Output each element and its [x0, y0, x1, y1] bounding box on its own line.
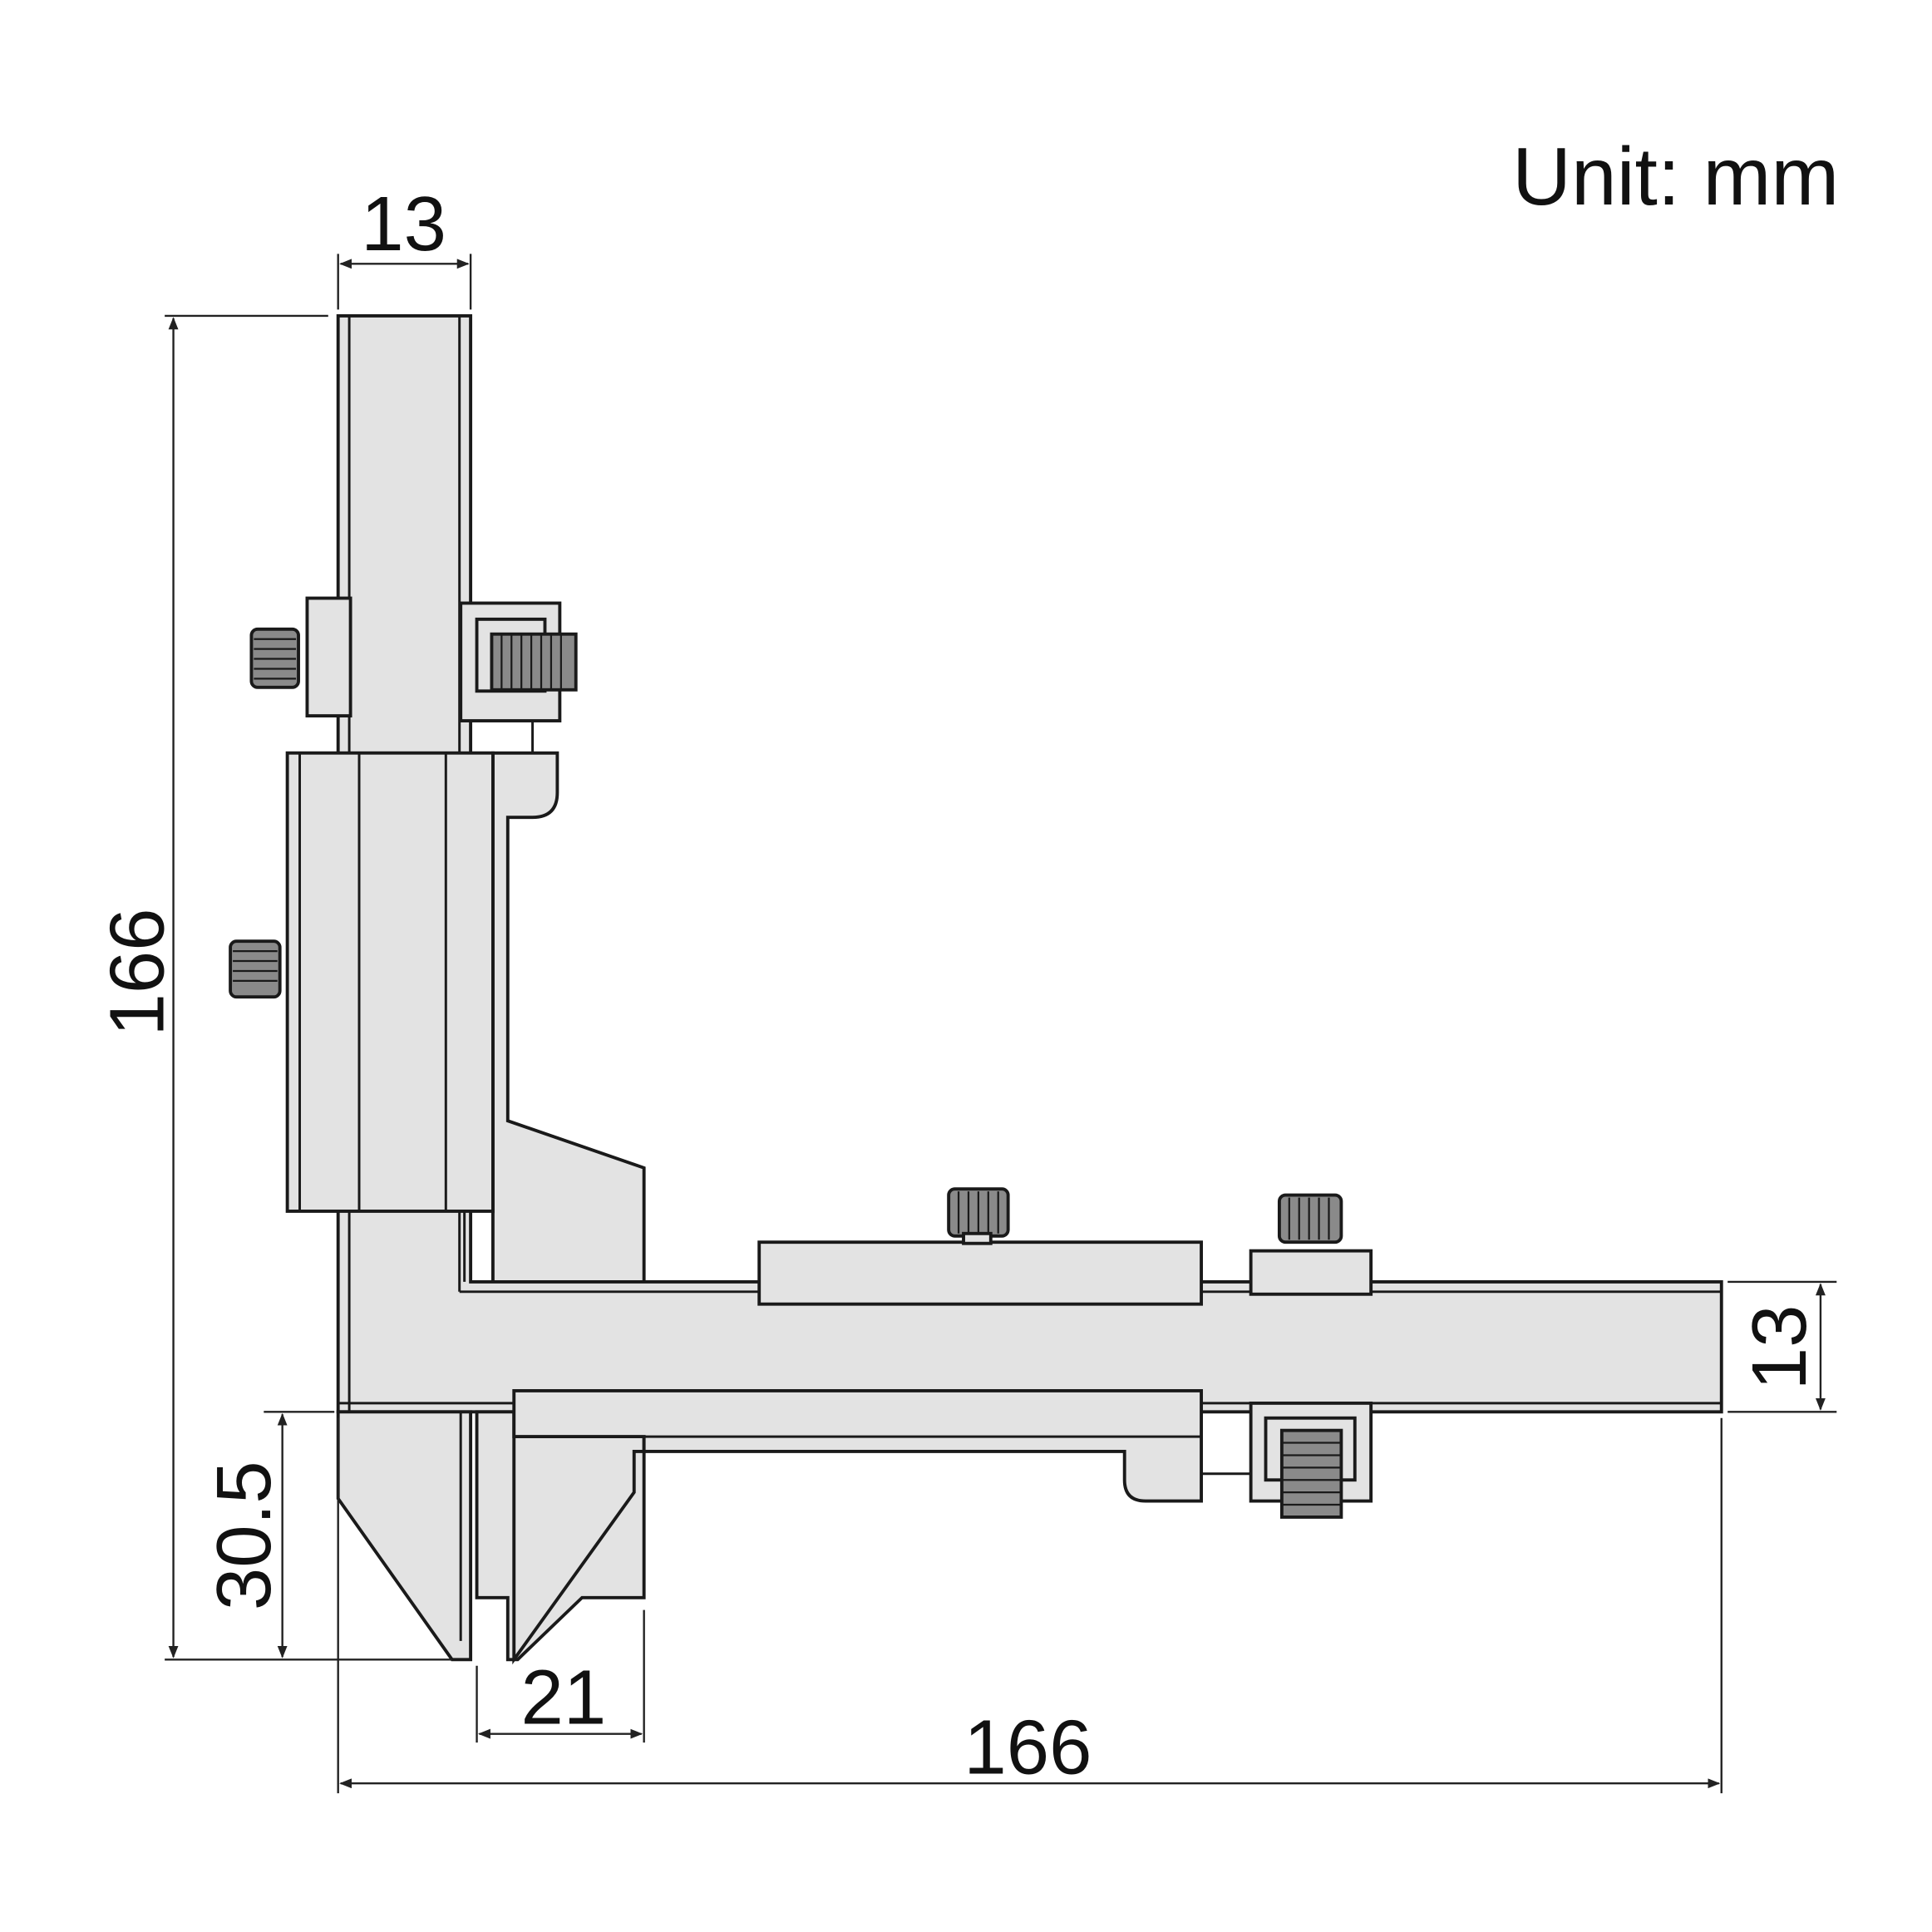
horizontal-fine-slider[interactable]: [1249, 1249, 1373, 1296]
dimension-lines: [165, 254, 1837, 1794]
dim-jaw-depth: 30.5: [200, 1461, 287, 1610]
unit-label: Unit: mm: [1512, 131, 1839, 222]
dim-total-height: 166: [94, 908, 180, 1036]
vertical-slider[interactable]: [285, 751, 495, 1213]
locking-screw-icon[interactable]: [1277, 1193, 1343, 1244]
vertical-fine-slider[interactable]: [305, 596, 352, 718]
fixed-jaw: [336, 1410, 473, 1662]
fine-adjust-wheel-icon[interactable]: [1279, 1428, 1343, 1519]
dim-total-length: 166: [964, 1703, 1092, 1790]
dim-jaw-width: 21: [520, 1654, 606, 1741]
fine-adjust-wheel-icon[interactable]: [490, 632, 578, 692]
dim-top-width: 13: [361, 180, 446, 267]
dim-beam-height: 13: [1736, 1304, 1822, 1390]
vertical-jaw: [490, 751, 646, 1284]
horizontal-slider[interactable]: [757, 1240, 1203, 1306]
locking-screw-icon[interactable]: [229, 939, 282, 999]
horizontal-slider-lower[interactable]: [512, 1389, 1203, 1503]
